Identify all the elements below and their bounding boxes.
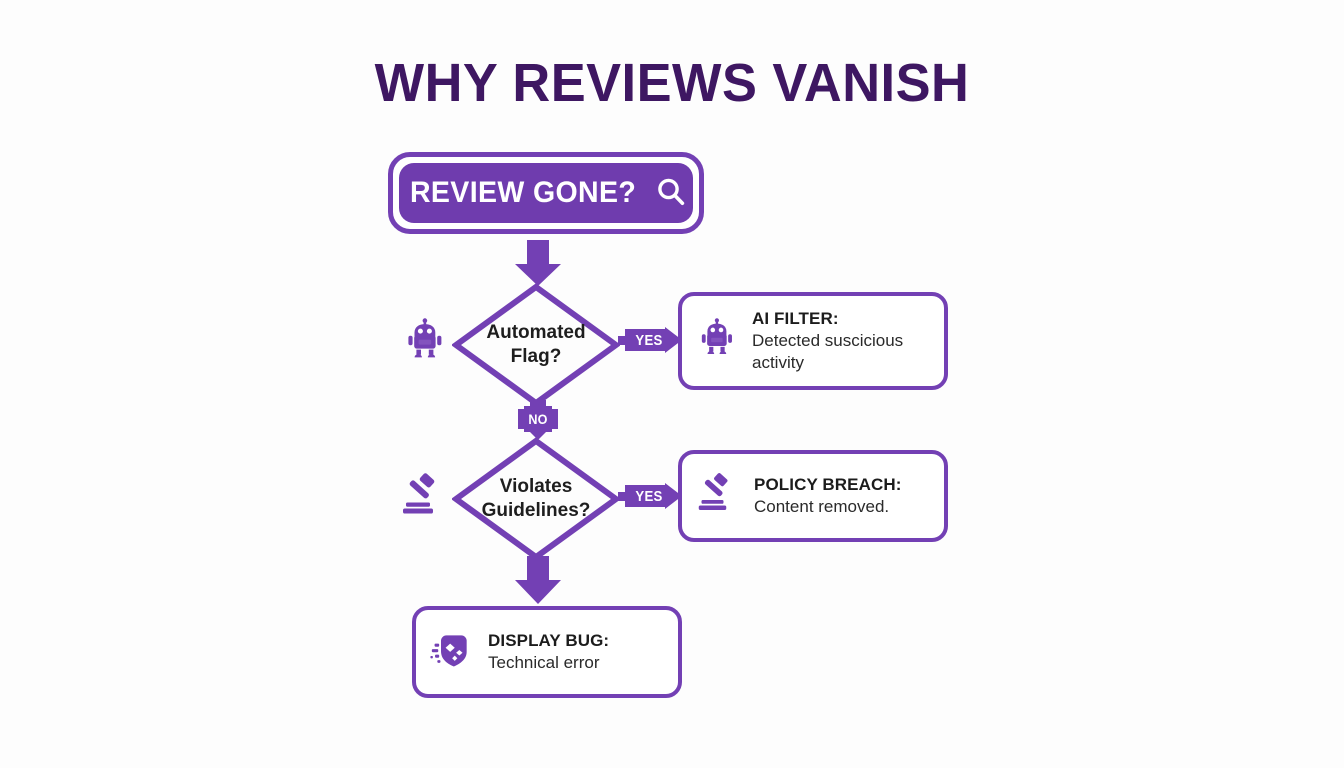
outcome-body: Detected suscicious activity [752, 331, 904, 372]
outcome-policy-breach[interactable]: POLICY BREACH: Content removed. [678, 450, 948, 542]
no-banner [518, 406, 558, 432]
outcome-body: Content removed. [754, 497, 890, 516]
decision-label-line2: Guidelines? [481, 500, 591, 521]
robot-icon [402, 318, 448, 364]
decision-label: Automated Flag? [452, 283, 620, 407]
edge-label-text: NO [528, 411, 548, 427]
outcome-text: DISPLAY BUG: Technical error [488, 630, 609, 674]
edge-label-text: YES [635, 487, 663, 505]
edge-label-yes-automated-flag: YES [625, 327, 683, 353]
start-node-label: REVIEW GONE? [409, 176, 637, 209]
edge-label-yes-violates-guidelines: YES [625, 483, 683, 509]
page-title: WHY REVIEWS VANISH [374, 53, 970, 113]
diamond-shape [452, 437, 620, 561]
outcome-display-bug[interactable]: DISPLAY BUG: Technical error [412, 606, 682, 698]
decision-label: Violates Guidelines? [452, 437, 620, 561]
edge-label-text: YES [635, 331, 663, 349]
gavel-icon [400, 472, 446, 518]
decision-automated-flag[interactable]: Automated Flag? [452, 283, 620, 407]
decision-violates-guidelines[interactable]: Violates Guidelines? [452, 437, 620, 561]
gavel-icon [696, 472, 740, 521]
outcome-ai-filter[interactable]: AI FILTER: Detected suscicious activity [678, 292, 948, 390]
outcome-heading: AI FILTER: [752, 309, 839, 328]
robot-icon [696, 317, 738, 365]
decision-label-line1: Automated [486, 322, 586, 343]
decision-label-line1: Violates [499, 476, 573, 497]
arrow-start-to-automated-flag [515, 240, 561, 286]
yes-arrow-banner [625, 483, 682, 509]
outcome-heading: POLICY BREACH: [754, 475, 902, 494]
start-node[interactable]: REVIEW GONE? [388, 152, 704, 234]
decision-label-line2: Flag? [510, 346, 562, 367]
diamond-shape [452, 283, 620, 407]
edge-label-no-automated-flag: NO [518, 406, 558, 432]
arrow-violates-to-display-bug [515, 556, 561, 604]
outcome-text: AI FILTER: Detected suscicious activity [752, 308, 930, 374]
outcome-text: POLICY BREACH: Content removed. [754, 474, 902, 518]
glitch-icon [430, 628, 474, 677]
outcome-heading: DISPLAY BUG: [488, 631, 610, 650]
search-icon [654, 176, 688, 210]
yes-arrow-banner [625, 327, 682, 353]
start-node-inner: REVIEW GONE? [399, 163, 693, 223]
outcome-body: Technical error [488, 653, 600, 672]
